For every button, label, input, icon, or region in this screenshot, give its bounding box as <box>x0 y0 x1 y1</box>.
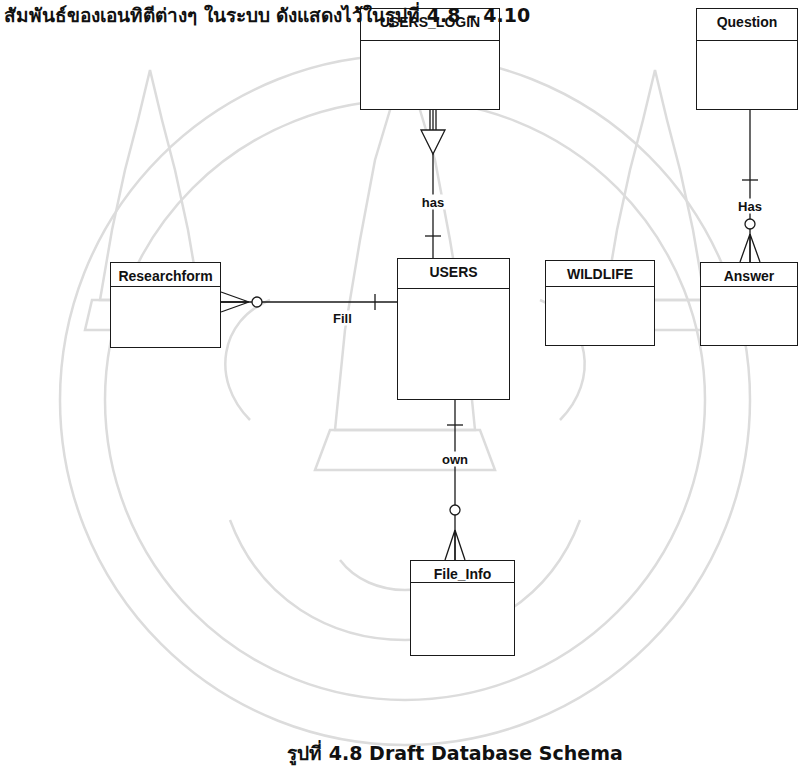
entity-header: WILDLIFE <box>546 261 654 287</box>
entity-name: USERS <box>429 264 477 280</box>
figure-caption: รูปที่ 4.8 Draft Database Schema <box>287 738 623 768</box>
cardinality-mark <box>430 110 436 130</box>
entity-header: Answer <box>701 263 797 287</box>
entity-name: WILDLIFE <box>567 266 633 282</box>
entity-header: Researchform <box>111 263 220 287</box>
entity-body <box>697 41 797 109</box>
optional-circle <box>745 219 755 229</box>
optional-circle <box>252 297 262 307</box>
entity-box: WILDLIFE <box>545 260 655 346</box>
optional-circle <box>450 505 460 515</box>
entity-box: File_Info <box>410 560 515 656</box>
cardinality-mark <box>742 179 758 180</box>
cardinality-mark <box>221 292 249 312</box>
entity-box: Answer <box>700 262 798 346</box>
cardinality-mark <box>445 530 465 560</box>
entity-box: Question <box>696 8 798 110</box>
entity-body <box>398 289 509 399</box>
relationship-label: has <box>420 194 446 209</box>
cardinality-mark <box>740 234 760 262</box>
entity-name: Question <box>717 14 778 30</box>
entity-body <box>411 583 514 655</box>
cardinality-mark <box>421 130 445 154</box>
entity-body <box>546 287 654 345</box>
body-text: สัมพันธ์ของเอนทิตีต่างๆ ในระบบ ดังแสดงไว… <box>4 0 530 30</box>
entity-name: File_Info <box>434 566 492 582</box>
emblem-drawing <box>60 40 750 745</box>
entity-body <box>701 287 797 345</box>
entity-name: Answer <box>724 268 775 284</box>
entity-header: File_Info <box>411 561 514 583</box>
entity-box: Researchform <box>110 262 221 348</box>
relationship-label: Has <box>736 198 764 213</box>
cardinality-mark <box>374 294 375 310</box>
entity-body <box>111 287 220 347</box>
entity-header: Question <box>697 9 797 41</box>
cardinality-mark <box>425 235 441 236</box>
relationship-label: own <box>440 452 470 467</box>
entity-header: USERS <box>398 259 509 289</box>
entity-body <box>361 41 499 109</box>
entity-name: Researchform <box>118 268 212 284</box>
entity-box: USERS <box>397 258 510 400</box>
cardinality-mark <box>447 424 463 425</box>
relationship-label: Fill <box>331 311 354 326</box>
